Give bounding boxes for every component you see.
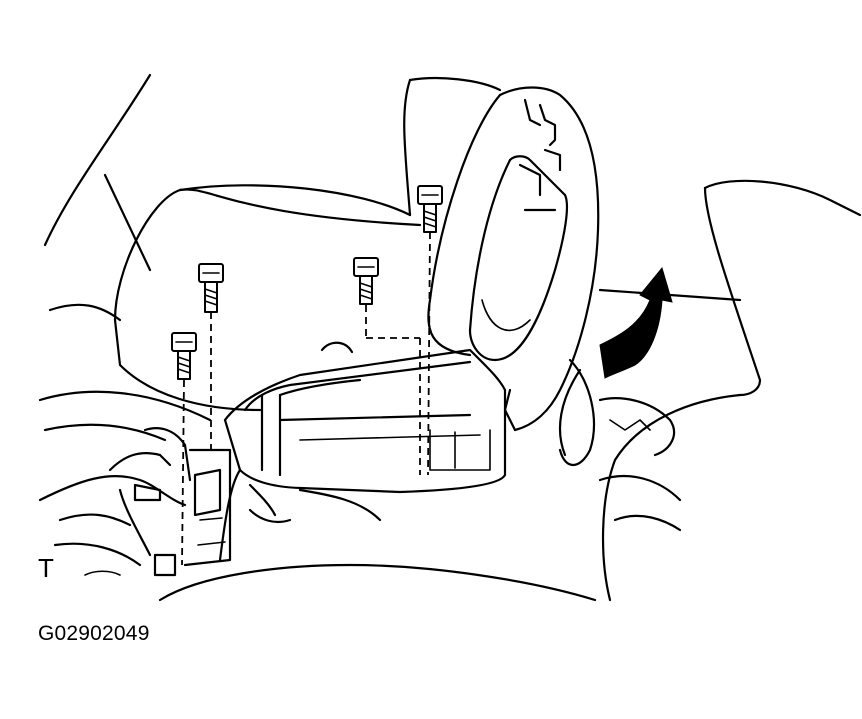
bolt-front-left <box>171 332 197 380</box>
rear-seat-outline <box>38 73 422 442</box>
front-seat-right <box>598 179 862 602</box>
console-floor <box>158 358 676 602</box>
bolt-rear-left <box>198 263 224 313</box>
bolt-alignment-lines <box>181 231 431 566</box>
console-left-side <box>38 427 192 576</box>
corner-mark: T <box>38 553 54 583</box>
bolt-rear-right <box>417 185 443 233</box>
armrest-base <box>153 341 507 577</box>
figure-code: G02902049 <box>38 622 150 645</box>
bolt-rear-center <box>353 257 379 305</box>
rotation-arrow-icon <box>599 266 673 379</box>
armrest-lid <box>408 76 600 432</box>
